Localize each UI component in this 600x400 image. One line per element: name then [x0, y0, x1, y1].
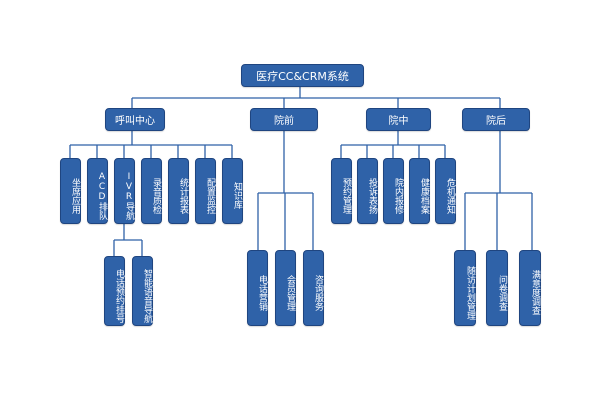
leaf-in-hospital-repair: 院内报修 [383, 158, 404, 224]
leaf-label: IVR导航 [124, 171, 134, 220]
leaf-agent-app: 坐席应用 [60, 158, 81, 224]
leaf-acd-queue: ACD排队 [87, 158, 108, 224]
category-label: 院中 [388, 116, 409, 127]
leaf-smart-voice-nav: 智能语音导航 [132, 256, 153, 326]
leaf-label: 电话营销 [257, 274, 267, 311]
leaf-label: ACD排队 [97, 171, 107, 220]
leaf-label: 电话预约挂号 [114, 268, 124, 323]
leaf-label: 配置监控 [205, 177, 215, 214]
leaf-label: 问卷调查 [497, 274, 507, 311]
connector-ivr [113, 224, 143, 256]
connector-call-center [69, 131, 233, 158]
leaf-config-monitor: 配置监控 [195, 158, 216, 224]
leaf-member-management: 会员管理 [275, 250, 296, 326]
leaf-consulting-service: 咨询服务 [303, 250, 324, 326]
leaf-ivr-navigation: IVR导航 [114, 158, 135, 224]
category-post-hospital: 院后 [462, 108, 530, 131]
leaf-label: 投诉表扬 [367, 177, 377, 214]
leaf-phone-marketing: 电话营销 [247, 250, 268, 326]
category-label: 呼叫中心 [115, 116, 155, 127]
leaf-label: 坐席应用 [70, 177, 80, 214]
leaf-label: 随访计划管理 [465, 265, 475, 320]
leaf-followup-plan: 随访计划管理 [454, 250, 476, 326]
leaf-recording-qa: 录音质检 [141, 158, 162, 224]
leaf-label: 院内报修 [393, 177, 403, 214]
category-in-hospital: 院中 [366, 108, 431, 131]
leaf-statistics-report: 统计报表 [168, 158, 189, 224]
leaf-label: 知识库 [232, 182, 242, 209]
leaf-phone-appointment: 电话预约挂号 [104, 256, 125, 326]
leaf-label: 咨询服务 [313, 274, 323, 311]
leaf-health-record: 健康档案 [409, 158, 430, 224]
leaf-crisis-notice: 危机通知 [435, 158, 456, 224]
category-call-center: 呼叫中心 [105, 108, 165, 131]
connector-in-hospital [340, 131, 446, 158]
leaf-label: 预约管理 [341, 177, 351, 214]
connector-post-hospital [464, 131, 533, 250]
connector-root [131, 87, 501, 108]
leaf-label: 危机通知 [445, 177, 455, 214]
category-label: 院前 [274, 116, 294, 127]
leaf-knowledge-base: 知识库 [222, 158, 243, 224]
leaf-label: 智能语音导航 [142, 268, 152, 323]
leaf-satisfaction-survey: 满意度调查 [519, 250, 541, 326]
leaf-questionnaire: 问卷调查 [486, 250, 508, 326]
leaf-label: 会员管理 [285, 274, 295, 311]
leaf-complaint-praise: 投诉表扬 [357, 158, 378, 224]
leaf-label: 健康档案 [419, 177, 429, 214]
category-label: 院后 [486, 116, 506, 127]
category-pre-hospital: 院前 [250, 108, 318, 131]
leaf-appointment-management: 预约管理 [331, 158, 352, 224]
root-node: 医疗CC&CRM系统 [241, 64, 364, 87]
leaf-label: 满意度调查 [530, 270, 540, 315]
leaf-label: 统计报表 [178, 177, 188, 214]
root-label: 医疗CC&CRM系统 [256, 69, 349, 83]
leaf-label: 录音质检 [151, 177, 161, 214]
connector-pre-hospital [257, 131, 314, 250]
